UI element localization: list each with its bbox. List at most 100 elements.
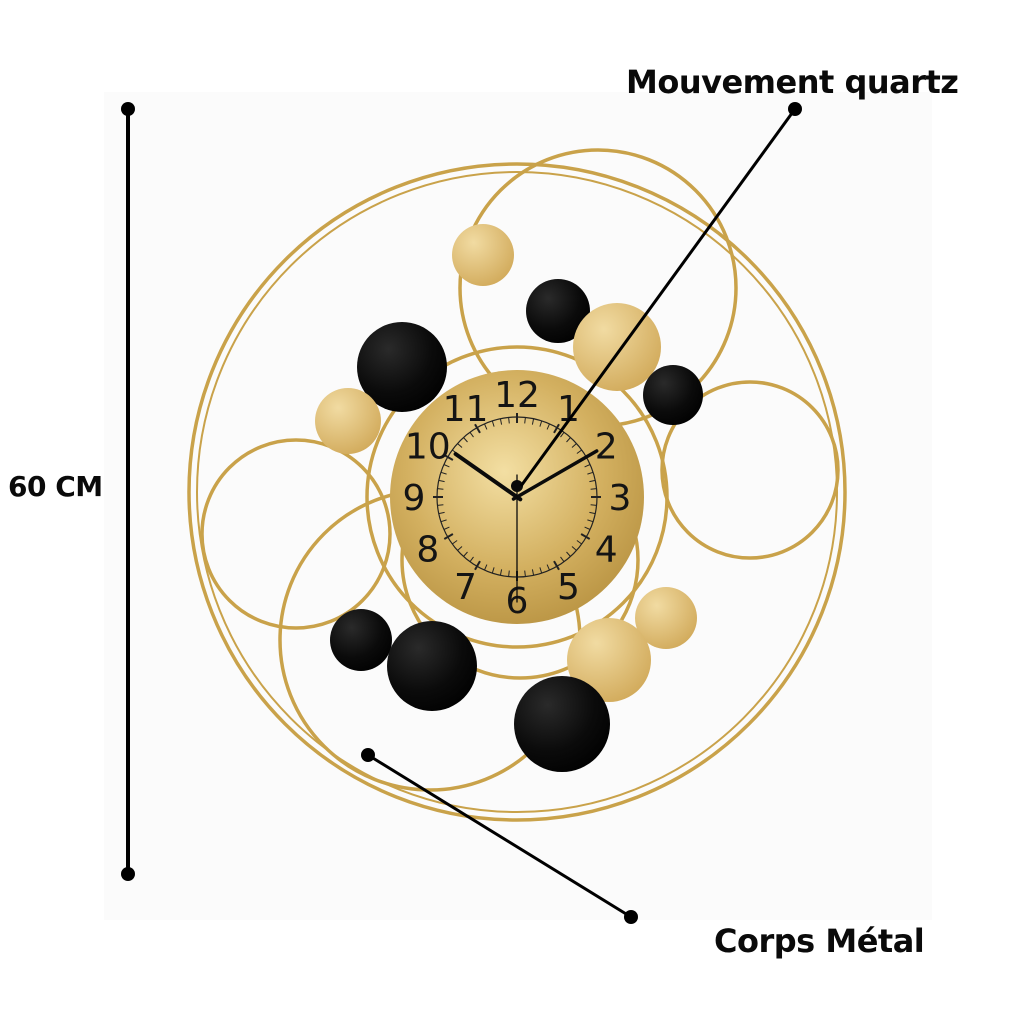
dial-numeral: 9 <box>403 478 426 519</box>
minute-tick <box>560 432 565 438</box>
dial-numeral: 4 <box>595 530 618 571</box>
minute-tick <box>584 464 591 468</box>
minute-tick <box>531 418 535 425</box>
minute-tick <box>508 570 510 577</box>
minute-tick <box>508 417 510 424</box>
minute-tick <box>438 511 445 515</box>
callout-movement <box>519 102 802 487</box>
minute-tick <box>484 564 488 571</box>
movement-label: Mouvement quartz <box>626 63 959 101</box>
minute-tick <box>589 511 596 515</box>
ring-right <box>660 380 840 560</box>
callout-line <box>367 753 632 919</box>
black-disc <box>357 322 447 412</box>
minute-tick <box>576 540 582 545</box>
center-hub <box>511 480 523 492</box>
minute-tick <box>539 420 543 427</box>
minute-ticks <box>433 413 601 581</box>
minute-tick <box>587 519 594 523</box>
dial-numeral: 11 <box>443 389 489 430</box>
body-material-label: Corps Métal <box>714 922 925 960</box>
black-disc <box>514 676 610 772</box>
clock-hands <box>453 449 599 603</box>
size-label: 60 CM <box>8 470 103 503</box>
minute-tick <box>524 570 526 577</box>
ring-left <box>200 438 392 630</box>
minute-tick <box>531 569 535 576</box>
minute-tick <box>452 540 458 545</box>
minute-tick <box>443 526 450 530</box>
dial-numeral: 1 <box>557 389 580 430</box>
black-disc <box>330 609 392 671</box>
minute-tick <box>474 423 481 434</box>
outer-ring <box>187 162 847 822</box>
minute-tick <box>443 464 450 468</box>
minute-tick <box>546 564 550 571</box>
dial-numeral: 10 <box>405 427 451 468</box>
minute-tick <box>437 488 444 490</box>
minute-tick <box>553 423 560 434</box>
callout-body <box>361 748 638 924</box>
minute-tick <box>580 533 591 540</box>
dial-numeral: 3 <box>609 478 632 519</box>
dial-numeral: 5 <box>557 567 580 608</box>
dial-numeral: 12 <box>494 375 540 416</box>
dial-numeral: 7 <box>454 567 477 608</box>
gold-disc <box>573 303 661 391</box>
minute-tick <box>589 479 596 483</box>
minute-tick <box>590 488 597 490</box>
minute-tick <box>546 423 550 430</box>
minute-tick <box>566 437 571 443</box>
minute-tick <box>438 479 445 483</box>
callout-dot <box>624 910 638 924</box>
minute-tick <box>499 569 503 576</box>
minute-tick <box>440 471 447 475</box>
minute-tick <box>491 420 495 427</box>
minute-tick <box>457 443 463 448</box>
dimension-end-dot <box>121 867 135 881</box>
hour-hand <box>453 452 523 502</box>
minute-tick <box>560 556 565 562</box>
dimension-end-dot <box>121 102 135 116</box>
minute-tick <box>469 556 474 562</box>
minute-tick <box>576 449 582 454</box>
minute-tick <box>443 454 454 461</box>
gold-disc <box>567 618 651 702</box>
black-disc <box>387 621 477 711</box>
minute-tick <box>440 519 447 523</box>
minute-tick <box>457 546 463 551</box>
minute-tick <box>566 551 571 557</box>
minute-tick <box>553 560 560 571</box>
minute-tick <box>463 437 468 443</box>
black-disc <box>526 279 590 343</box>
height-dimension-marker <box>121 102 135 881</box>
minute-tick <box>539 567 543 574</box>
gold-disc <box>315 388 381 454</box>
minute-hand <box>511 449 599 501</box>
gold-disc <box>452 224 514 286</box>
minute-tick <box>484 423 488 430</box>
minute-tick <box>499 418 503 425</box>
minute-tick <box>469 432 474 438</box>
minute-tick <box>524 417 526 424</box>
minute-tick <box>463 551 468 557</box>
minute-tick <box>571 443 577 448</box>
minute-tick <box>571 546 577 551</box>
dial-numeral: 2 <box>595 427 618 468</box>
minute-tick <box>443 533 454 540</box>
minute-tick <box>474 560 481 571</box>
decorative-discs <box>315 224 703 772</box>
callout-dot <box>361 748 375 762</box>
callout-dot <box>788 102 802 116</box>
minute-tick <box>584 526 591 530</box>
minute-tick <box>590 504 597 506</box>
minute-tick <box>491 567 495 574</box>
minute-tick <box>587 471 594 475</box>
dial-numeral: 8 <box>416 530 439 571</box>
black-disc <box>643 365 703 425</box>
minute-tick <box>437 504 444 506</box>
gold-disc <box>635 587 697 649</box>
